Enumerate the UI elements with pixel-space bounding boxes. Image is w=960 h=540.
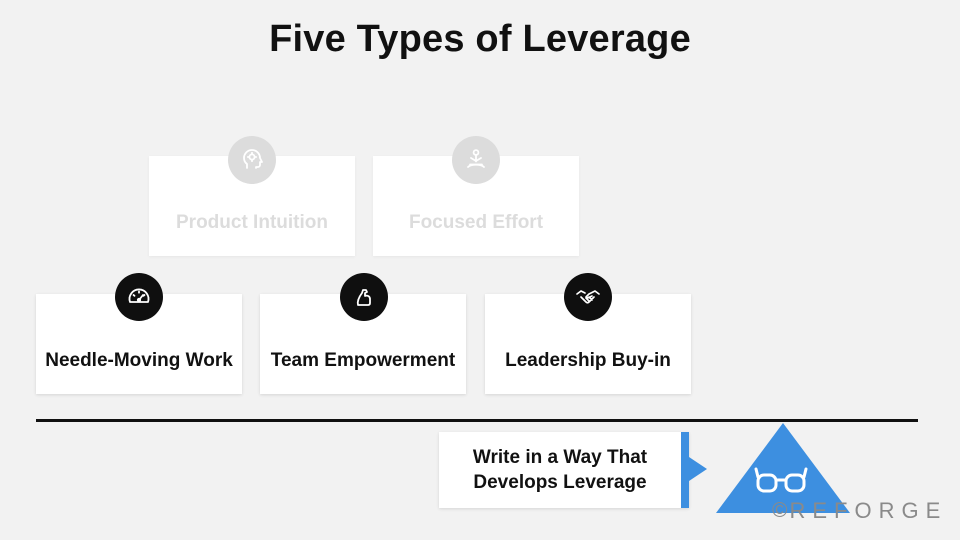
brand-logo: © REFORGE xyxy=(772,498,947,524)
copyright-icon: © xyxy=(772,499,788,522)
handshake-icon xyxy=(564,273,612,321)
meditation-icon xyxy=(452,136,500,184)
callout-box: Write in a Way That Develops Leverage xyxy=(439,432,689,508)
callout-line-1: Write in a Way That xyxy=(472,447,648,468)
card-label: Needle-Moving Work xyxy=(45,350,233,371)
speedometer-icon xyxy=(115,273,163,321)
card-label: Focused Effort xyxy=(408,212,544,233)
page-title: Five Types of Leverage xyxy=(269,18,691,60)
section-divider xyxy=(36,419,918,422)
flexed-arm-icon xyxy=(340,273,388,321)
brand-name: REFORGE xyxy=(789,498,948,523)
card-label: Leadership Buy-in xyxy=(505,350,671,371)
card-label: Team Empowerment xyxy=(270,350,456,371)
head-brain-icon xyxy=(228,136,276,184)
card-leadership-buy-in: Leadership Buy-in xyxy=(485,294,691,394)
card-label: Product Intuition xyxy=(176,212,328,233)
callout-arrow-icon xyxy=(689,457,707,481)
card-focused-effort: Focused Effort xyxy=(373,156,579,256)
callout-line-2: Develops Leverage xyxy=(473,472,647,493)
glasses-triangle-icon xyxy=(716,423,850,513)
